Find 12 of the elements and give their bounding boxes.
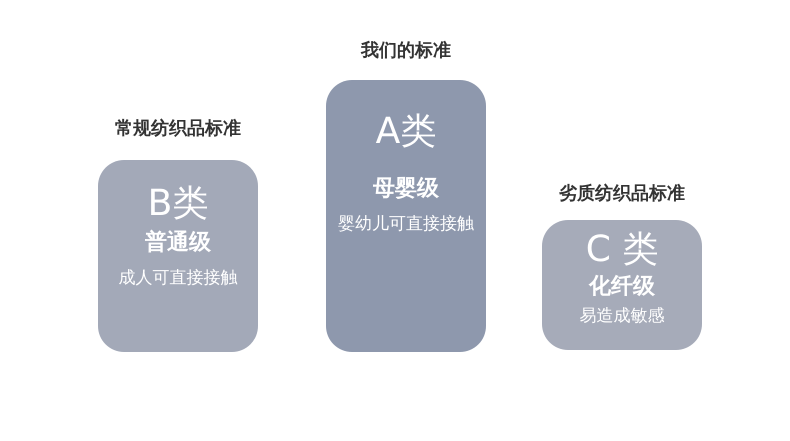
category-title: C 类	[586, 228, 658, 272]
description: 成人可直接接触	[118, 267, 238, 290]
heading: 常规纺织品标准	[114, 117, 242, 140]
description: 婴幼儿可直接接触	[338, 213, 474, 236]
heading: 我们的标准	[360, 39, 452, 62]
grade-title: 母婴级	[373, 175, 439, 203]
category-title: B类	[148, 182, 208, 226]
heading: 劣质纺织品标准	[558, 182, 686, 205]
category-title: A类	[376, 110, 436, 154]
grade-title: 普通级	[145, 228, 211, 257]
grade-title: 化纤级	[589, 273, 655, 301]
description: 易造成敏感	[580, 305, 664, 328]
